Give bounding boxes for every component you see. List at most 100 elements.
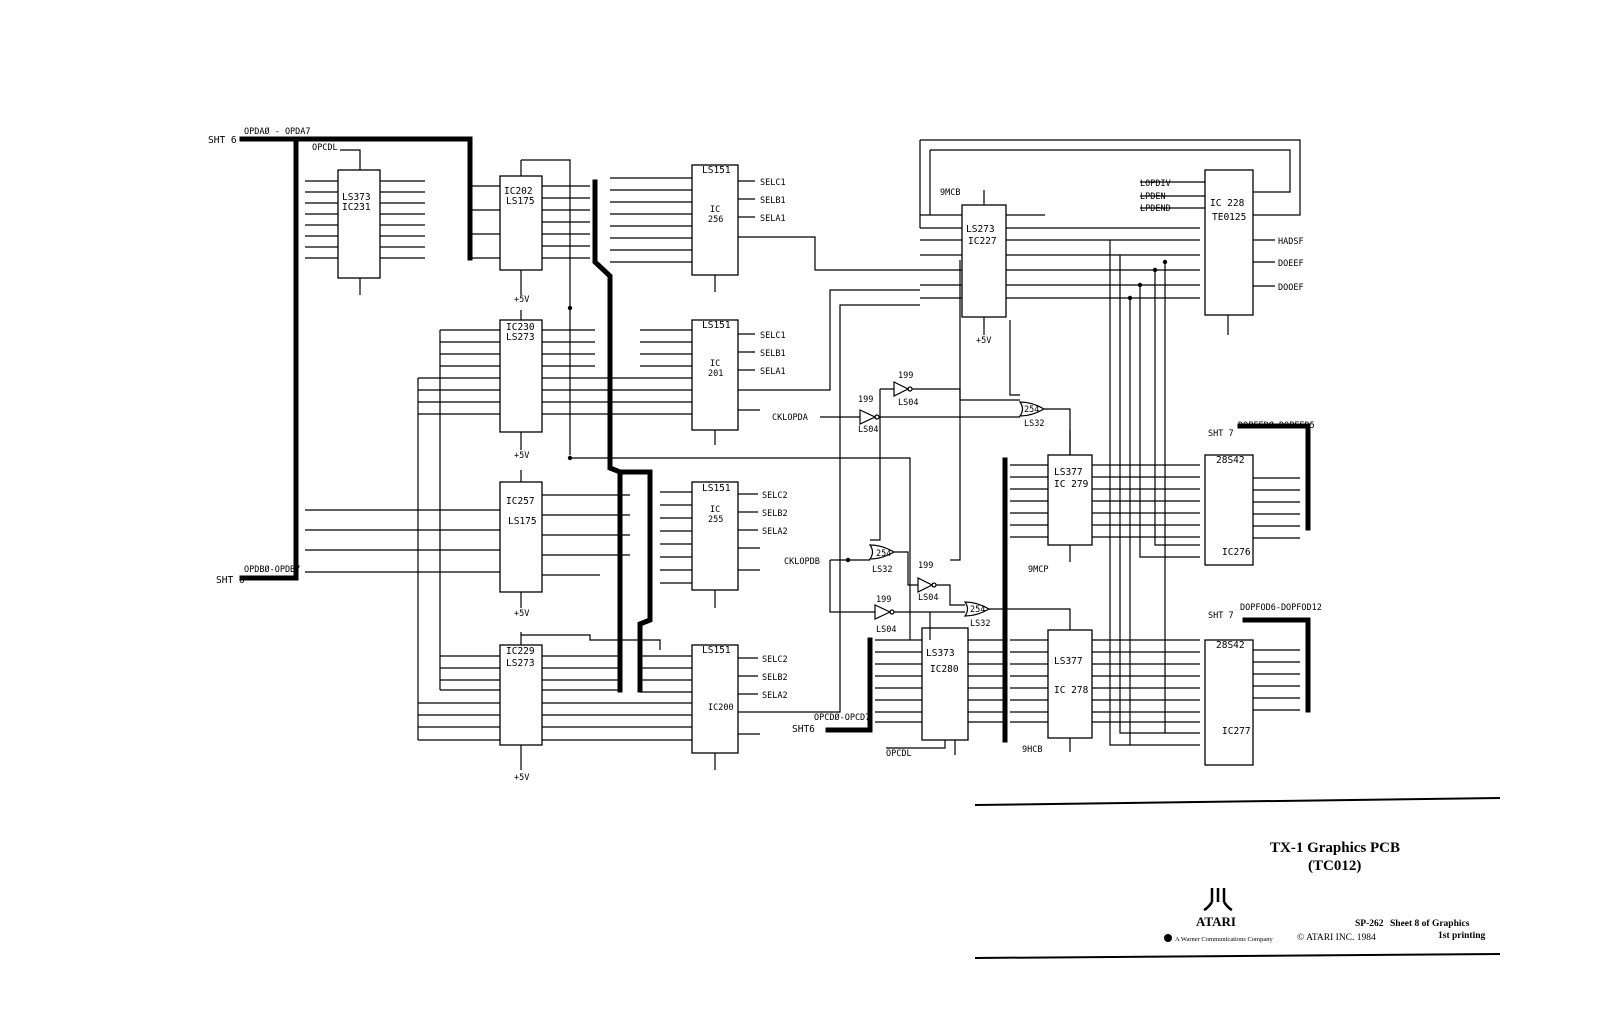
svg-text:255: 255	[708, 515, 723, 525]
svg-text:LS04: LS04	[876, 625, 896, 635]
svg-text:A Warner Communications Compan: A Warner Communications Company	[1175, 936, 1273, 943]
svg-text:SELA1: SELA1	[760, 367, 786, 377]
svg-text:SHT 6: SHT 6	[208, 135, 237, 146]
svg-text:LS273: LS273	[966, 224, 995, 235]
svg-text:SELA1: SELA1	[760, 214, 786, 224]
svg-text:28S42: 28S42	[1216, 455, 1245, 466]
junction-dots	[567, 259, 1168, 563]
chip-ic278: LS377 IC 278	[1047, 629, 1093, 739]
svg-text:LS175: LS175	[508, 516, 537, 527]
svg-text:SELB1: SELB1	[760, 349, 786, 359]
svg-text:DOOEF: DOOEF	[1278, 283, 1304, 293]
svg-text:IC: IC	[710, 205, 720, 215]
svg-text:OPCDL: OPCDL	[886, 749, 912, 759]
sheet-number: Sheet 8 of Graphics	[1390, 919, 1470, 929]
gate-254b	[1018, 401, 1046, 417]
chip-ic255: LS151 IC 255	[691, 481, 739, 591]
svg-text:256: 256	[708, 215, 723, 225]
svg-text:OPCDØ-OPCD7: OPCDØ-OPCD7	[814, 712, 870, 723]
svg-text:SHT 7: SHT 7	[1208, 429, 1234, 439]
svg-text:SELA2: SELA2	[762, 527, 788, 537]
svg-text:IC230: IC230	[506, 322, 535, 333]
svg-text:LS273: LS273	[506, 332, 535, 343]
svg-text:LS151: LS151	[702, 483, 731, 494]
svg-text:254: 254	[876, 549, 891, 559]
svg-text:SELB2: SELB2	[762, 509, 788, 519]
gate-254c	[963, 601, 991, 617]
svg-text:SELC1: SELC1	[760, 178, 786, 188]
chip-ic201: LS151 IC 201	[691, 319, 739, 431]
svg-text:LS32: LS32	[970, 619, 990, 629]
svg-text:SELC1: SELC1	[760, 331, 786, 341]
chip-ic256: LS151 IC 256	[691, 164, 739, 276]
svg-text:199: 199	[918, 561, 933, 571]
svg-text:+5V: +5V	[514, 773, 529, 783]
svg-text:SELB1: SELB1	[760, 196, 786, 206]
atari-logo: ATARI A Warner Communications Company	[1164, 888, 1273, 943]
title-block: TX-1 Graphics PCB (TC012) ATARI A Warner…	[974, 797, 1501, 959]
chip-ic228: IC 228 TE0125	[1204, 169, 1254, 316]
chip-ic227: LS273 IC227	[961, 204, 1007, 318]
svg-text:+5V: +5V	[514, 609, 529, 619]
svg-text:IC200: IC200	[708, 703, 734, 713]
svg-text:DOEEF: DOEEF	[1278, 259, 1304, 269]
svg-text:9MCP: 9MCP	[1028, 565, 1048, 575]
gate-254a	[868, 544, 896, 560]
svg-text:IC277: IC277	[1222, 726, 1251, 737]
svg-text:DOPFOD6-DOPFOD12: DOPFOD6-DOPFOD12	[1240, 603, 1322, 613]
svg-text:+5V: +5V	[976, 336, 991, 346]
svg-text:CKLOPDB: CKLOPDB	[784, 557, 820, 567]
gate-199b	[893, 381, 913, 397]
drawing-title: TX-1 Graphics PCB	[1270, 840, 1400, 856]
ic231-label: IC231	[342, 202, 371, 213]
svg-text:LS151: LS151	[702, 320, 731, 331]
svg-text:LS151: LS151	[702, 165, 731, 176]
svg-text:28S42: 28S42	[1216, 640, 1245, 651]
svg-text:LS04: LS04	[898, 398, 918, 408]
gate-199c	[874, 604, 895, 620]
svg-text:199: 199	[876, 595, 891, 605]
svg-text:IC229: IC229	[506, 646, 535, 657]
svg-text:IC227: IC227	[968, 236, 997, 247]
gate-199a	[859, 409, 880, 425]
svg-text:SELC2: SELC2	[762, 655, 788, 665]
svg-text:+5V: +5V	[514, 295, 529, 305]
svg-text:LS151: LS151	[702, 645, 731, 656]
svg-text:LS04: LS04	[858, 425, 878, 435]
chip-ic230: IC230 LS273	[499, 319, 543, 433]
svg-text:LS32: LS32	[872, 565, 892, 575]
svg-text:OPDAØ - OPDA7: OPDAØ - OPDA7	[244, 126, 311, 137]
svg-text:LS377: LS377	[1054, 467, 1083, 478]
svg-text:IC 278: IC 278	[1054, 685, 1089, 696]
svg-text:+5V: +5V	[514, 451, 529, 461]
svg-text:LS32: LS32	[1024, 419, 1044, 429]
svg-text:IC257: IC257	[506, 496, 535, 507]
svg-text:IC: IC	[710, 505, 720, 515]
svg-text:IC 279: IC 279	[1054, 479, 1089, 490]
chip-ic280: LS373 IC280	[921, 627, 969, 741]
chip-ic231: LS373 IC231	[337, 169, 381, 279]
svg-text:LOPDIV: LOPDIV	[1140, 179, 1171, 189]
svg-text:201: 201	[708, 369, 723, 379]
svg-text:SHT6: SHT6	[792, 724, 815, 735]
svg-text:254: 254	[970, 605, 985, 615]
svg-text:SELB2: SELB2	[762, 673, 788, 683]
chip-ic200: LS151 IC200	[691, 644, 739, 754]
svg-text:SELA2: SELA2	[762, 691, 788, 701]
doc-number: SP-262	[1355, 919, 1384, 929]
svg-text:199: 199	[858, 395, 873, 405]
chip-ic276: 28S42 IC276	[1204, 454, 1254, 566]
chip-ic277: 28S42 IC277	[1204, 639, 1254, 766]
drawing-subtitle: (TC012)	[1308, 858, 1361, 874]
chip-ic279: LS377 IC 279	[1047, 454, 1093, 546]
svg-text:199: 199	[898, 371, 913, 381]
svg-text:DOPFEDØ-DOPFED5: DOPFEDØ-DOPFED5	[1238, 420, 1315, 431]
chip-ic202: IC202 LS175	[499, 175, 543, 271]
chip-ic229: IC229 LS273	[499, 644, 543, 746]
ic231-type: LS373	[342, 192, 371, 203]
svg-text:IC280: IC280	[930, 664, 959, 675]
svg-text:CKLOPDA: CKLOPDA	[772, 413, 808, 423]
svg-text:LS04: LS04	[918, 593, 938, 603]
